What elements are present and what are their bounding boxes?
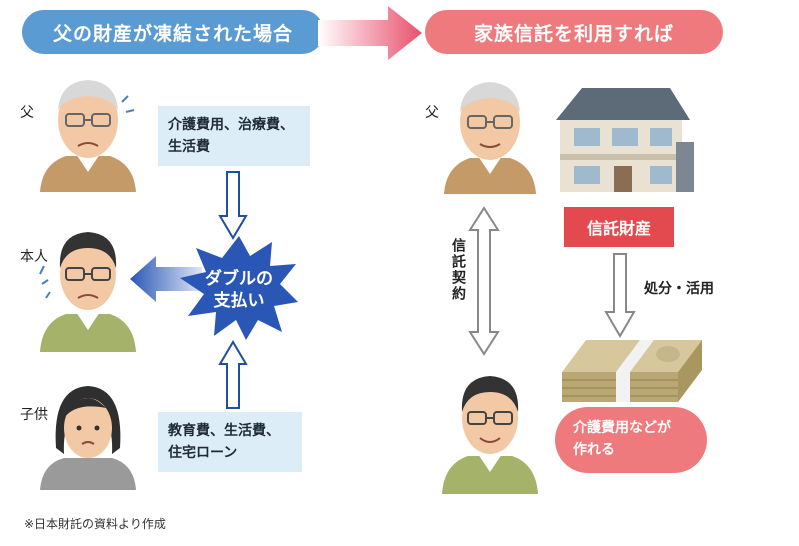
money-stack-icon [562,340,702,402]
top-expense-line2: 生活費 [168,139,210,155]
double-payment-burst [180,236,298,340]
use-arrow-icon [604,253,636,338]
burst-text: ダブルの 支払い [200,268,278,312]
house-icon [556,88,694,192]
up-arrow-icon [218,340,248,409]
self-smiling-figure [442,376,538,494]
header-family-trust: 家族信託を利用すれば [425,10,723,54]
burst-line1: ダブルの [205,269,273,289]
bottom-expense-box: 教育費、生活費、 住宅ローン [158,412,302,472]
trust-property-box: 信託財産 [564,207,674,247]
father-worried-figure [40,80,136,192]
child-label: 子供 [20,407,48,423]
burst-line2: 支払い [213,291,265,311]
trust-contract-label: 信託契約 [450,238,466,302]
burden-arrow-icon [130,256,202,302]
bottom-expense-line1: 教育費、生活費、 [168,423,280,439]
source-footnote: ※日本財託の資料より作成 [24,517,166,531]
down-arrow-icon [218,171,248,240]
top-expense-box: 介護費用、治療費、 生活費 [158,106,310,166]
benefit-line2: 作れる [573,442,615,458]
self-label: 本人 [20,249,48,265]
use-label: 処分・活用 [644,281,714,297]
bottom-expense-line2: 住宅ローン [168,445,238,461]
top-expense-line1: 介護費用、治療費、 [168,117,294,133]
header-frozen-assets: 父の財産が凍結された場合 [22,10,324,54]
transition-arrow-icon [318,6,422,60]
father-figure [444,82,536,194]
child-worried-figure [40,386,136,490]
benefit-line1: 介護費用などが [573,420,671,436]
father-label: 父 [20,105,34,121]
self-worried-figure [39,232,136,352]
benefit-oval: 介護費用などが 作れる [555,407,707,473]
right-father-label: 父 [425,105,439,121]
trust-contract-arrow-icon [468,206,500,356]
